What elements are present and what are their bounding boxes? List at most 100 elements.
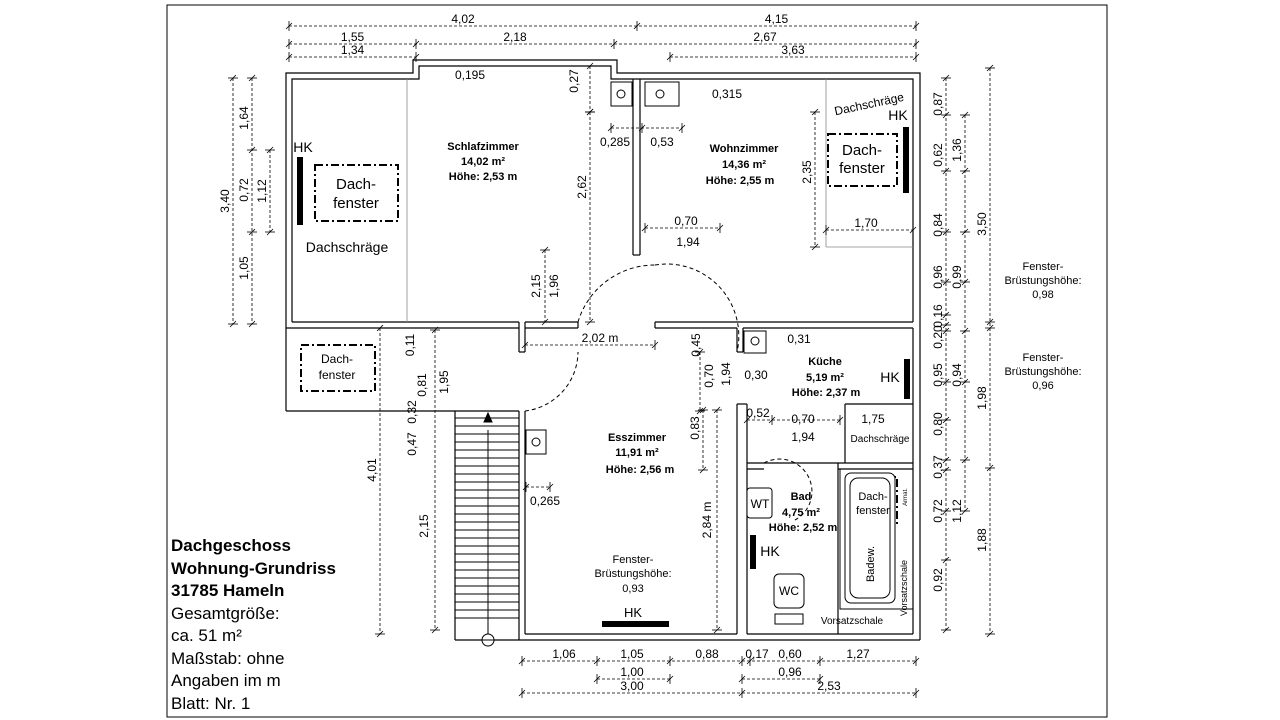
scale-note: Maßstab: ohne: [171, 648, 285, 668]
title-floor: Dachgeschoss: [171, 536, 291, 555]
fixture-labels: HK HK HK HK HK Dach- fenster Dach- fenst…: [293, 90, 910, 627]
dimension-label-vertical: 1,88: [975, 528, 989, 552]
title-location: 31785 Hameln: [171, 581, 285, 600]
dimension-label-vertical: 2,35: [800, 160, 814, 184]
sheet-number: Blatt: Nr. 1: [171, 693, 251, 713]
dimension-label-horizontal: 4,15: [765, 12, 789, 26]
roof-window-4-line1: Dach-: [858, 491, 888, 503]
dimension-label-vertical: 1,36: [950, 138, 964, 162]
dimension-label-vertical: 0,72: [931, 499, 945, 523]
vorsatzschale-side: Vorsatzschale: [899, 560, 909, 616]
dimension-label-vertical: 1,05: [237, 256, 251, 280]
sill-right-mid-value: 0,96: [1032, 380, 1053, 392]
roof-window-1-line1: Dach-: [336, 176, 376, 193]
sill-esszimmer-line1: Fenster-: [613, 554, 654, 566]
dimension-label-horizontal: 0,60: [778, 647, 802, 661]
room-height-kueche: Höhe: 2,37 m: [792, 387, 861, 399]
dimension-label: 0,32: [405, 400, 419, 424]
dimension-label-vertical: 0,83: [688, 416, 702, 440]
dimension-label-horizontal: 1,05: [620, 647, 644, 661]
title-block: Dachgeschoss Wohnung-Grundriss 31785 Ham…: [171, 535, 336, 715]
dimension-label-horizontal: 0,96: [778, 665, 802, 679]
dimension-label: 2,15: [417, 514, 431, 538]
radiators: [297, 127, 910, 627]
dimension-label: 1,94: [676, 235, 700, 249]
sill-right-top-line1: Fenster-: [1023, 261, 1064, 273]
room-area-wohnzimmer: 14,36 m²: [722, 159, 766, 171]
dimension-label-vertical: 0,16: [931, 304, 945, 328]
units-note: Angaben im m: [171, 671, 281, 690]
shafts: [525, 81, 767, 455]
dimension-label-horizontal: 0,88: [695, 647, 719, 661]
hk-label-wohnzimmer: HK: [888, 107, 908, 123]
room-name-esszimmer: Esszimmer: [608, 432, 667, 444]
dimension-label-vertical: 2,62: [575, 175, 589, 199]
room-area-esszimmer: 11,91 m²: [615, 447, 659, 459]
dimension-label: 1,94: [719, 362, 733, 386]
sill-esszimmer-line2: Brüstungshöhe:: [594, 568, 671, 580]
room-labels: Schlafzimmer 14,02 m² Höhe: 2,53 m Wohnz…: [447, 141, 860, 534]
dimension-label-horizontal: 0,52: [746, 406, 770, 420]
dimension-label-vertical: 0,72: [237, 178, 251, 202]
dimension-label: 0,31: [787, 332, 811, 346]
hk-label-bad: HK: [760, 543, 780, 559]
dimension-label: 0,11: [403, 333, 417, 356]
dimension-label-vertical: 0,87: [931, 92, 945, 116]
sill-esszimmer-value: 0,93: [622, 583, 643, 595]
dimension-label-vertical: 0,84: [931, 213, 945, 237]
dimension-label: 0,195: [455, 68, 485, 82]
dimension-label-horizontal: 2,67: [753, 30, 777, 44]
dimension-label-horizontal: 1,70: [854, 216, 878, 230]
dimension-label: 1,96: [547, 274, 561, 298]
dimension-label-vertical: 0,37: [931, 455, 945, 479]
dimension-label-vertical: 0,20: [931, 325, 945, 349]
dimension-label: 0,315: [712, 87, 742, 101]
dimension-label-horizontal: 1,00: [620, 665, 644, 679]
dimension-label-vertical: 0,92: [931, 568, 945, 592]
total-size-label: Gesamtgröße:: [171, 603, 280, 623]
dimension-label-horizontal: 3,00: [620, 679, 644, 693]
dimension-label-horizontal: 3,63: [781, 43, 805, 57]
dimension-label-vertical: 1,12: [950, 499, 964, 523]
dimension-label-horizontal: 2,18: [503, 30, 527, 44]
dimension-label-vertical: 0,80: [931, 412, 945, 436]
room-height-schlafzimmer: Höhe: 2,53 m: [449, 171, 518, 183]
dimension-label-horizontal: 1,27: [846, 647, 870, 661]
title-plan: Wohnung-Grundriss: [171, 558, 336, 578]
roof-window-3-line2: fenster: [319, 368, 356, 382]
dimension-label-vertical: 0,96: [931, 265, 945, 289]
sill-right-mid-line1: Fenster-: [1023, 352, 1064, 364]
dimension-label: 0,81: [415, 373, 429, 397]
sill-right-top-value: 0,98: [1032, 289, 1053, 301]
roof-window-3-line1: Dach-: [321, 352, 353, 366]
sill-height-notes: Fenster- Brüstungshöhe: 0,98 Fenster- Br…: [594, 261, 1081, 595]
total-size-value: ca. 51 m²: [171, 626, 242, 645]
dimension-label-vertical: 0,62: [931, 143, 945, 167]
dimension-label: 1,95: [437, 370, 451, 394]
armatur-label: Armat.: [903, 488, 909, 506]
room-height-wohnzimmer: Höhe: 2,55 m: [706, 175, 775, 187]
dimension-label-vertical: 4,01: [365, 458, 379, 482]
hk-label-esszimmer: HK: [624, 605, 642, 620]
wt-label: WT: [751, 497, 770, 511]
room-name-bad: Bad: [791, 491, 812, 503]
dimension-label-vertical: 0,99: [950, 265, 964, 289]
dimension-label: 0,30: [744, 368, 768, 382]
dimension-label: 0,53: [650, 135, 674, 149]
slope-label-kueche: Dachschräge: [851, 434, 910, 445]
dimension-label-vertical: 0,95: [931, 363, 945, 387]
sill-right-top-line2: Brüstungshöhe:: [1004, 275, 1081, 287]
hk-label-schlafzimmer: HK: [293, 139, 313, 155]
room-area-kueche: 5,19 m²: [806, 372, 844, 384]
dimension-label: 1,94: [791, 430, 815, 444]
roof-window-4-line2: fenster: [856, 505, 890, 517]
dimension-label: 2,15: [529, 274, 543, 298]
dimension-label-horizontal: 1,55: [341, 30, 365, 44]
slope-lines: [406, 79, 913, 322]
dimension-label-vertical: 3,50: [975, 212, 989, 236]
dimension-label-vertical: 0,94: [950, 363, 964, 387]
dimension-label-vertical: 1,98: [975, 386, 989, 410]
bathtub-label: Badew.: [865, 546, 877, 582]
